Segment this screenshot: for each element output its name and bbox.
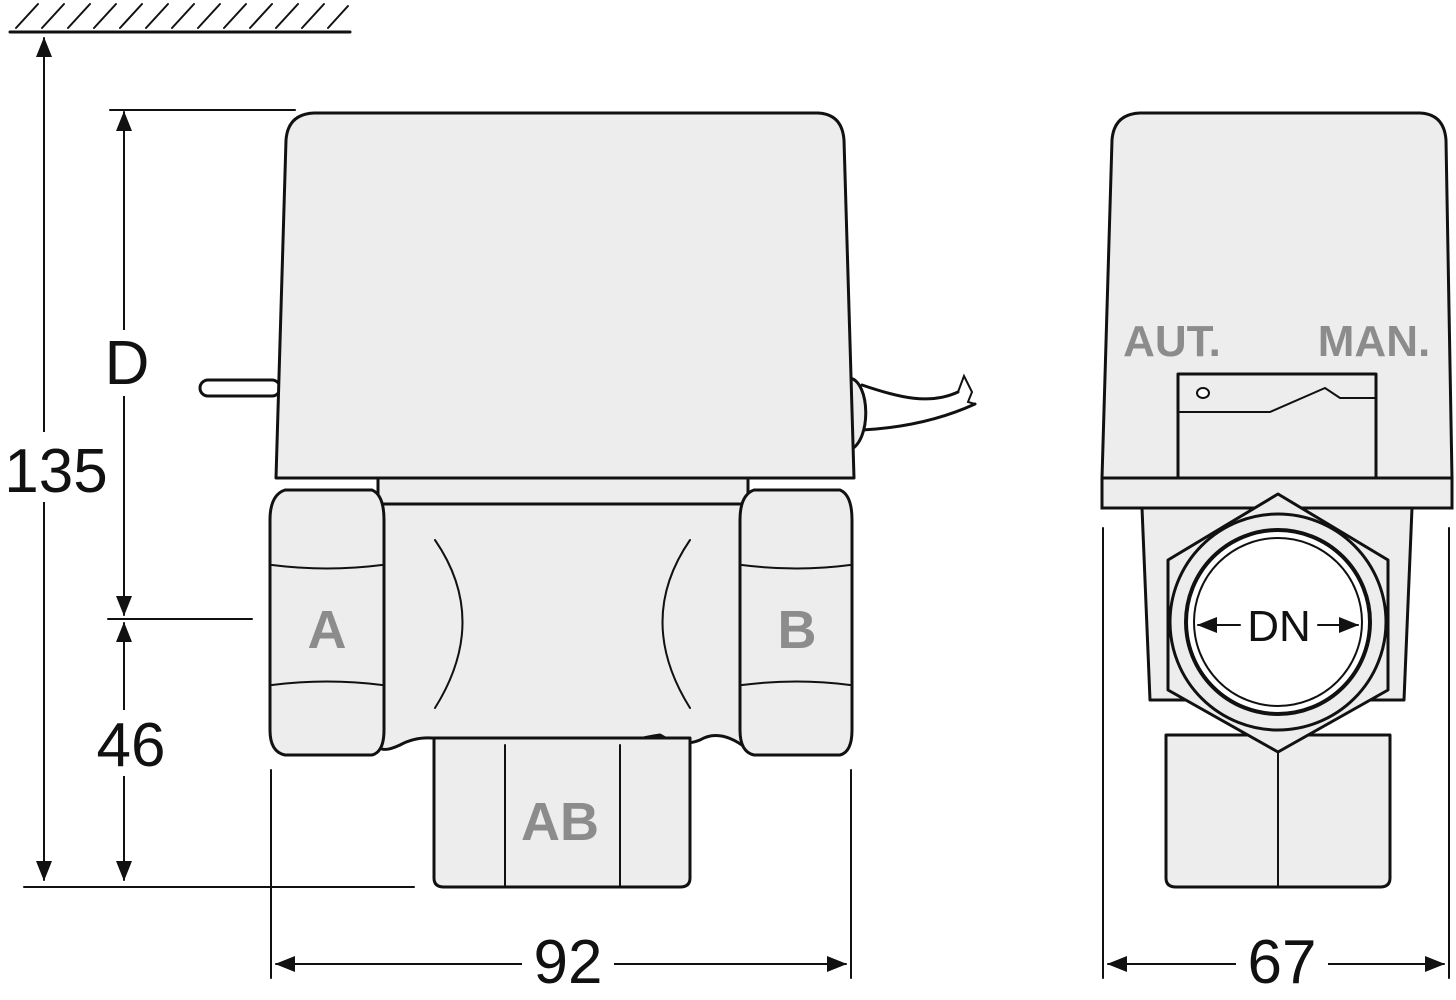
port-ab-label: AB [521, 792, 599, 852]
mode-auto-label: AUT. [1123, 317, 1221, 366]
dim-width-side: 67 [1248, 928, 1317, 997]
port-b-label: B [778, 600, 817, 660]
dim-nominal-diameter: DN [1247, 602, 1311, 651]
valve-front-view: A B AB [198, 111, 977, 889]
actuator-housing [274, 111, 856, 480]
port-a-nut [268, 488, 386, 757]
port-ab-body [432, 736, 692, 889]
valve-side-view: AUT. MAN. DN [1100, 111, 1454, 889]
dim-width-front: 92 [534, 928, 603, 997]
port-a-label: A [308, 600, 347, 660]
mode-manual-label: MAN. [1318, 317, 1430, 366]
dim-total-height: 135 [4, 437, 107, 506]
dim-port-height: 46 [97, 711, 166, 780]
ceiling-reference [8, 3, 352, 34]
port-b-nut [738, 488, 854, 757]
dim-actuator-height: D [105, 329, 150, 398]
mode-switch [1176, 372, 1378, 480]
